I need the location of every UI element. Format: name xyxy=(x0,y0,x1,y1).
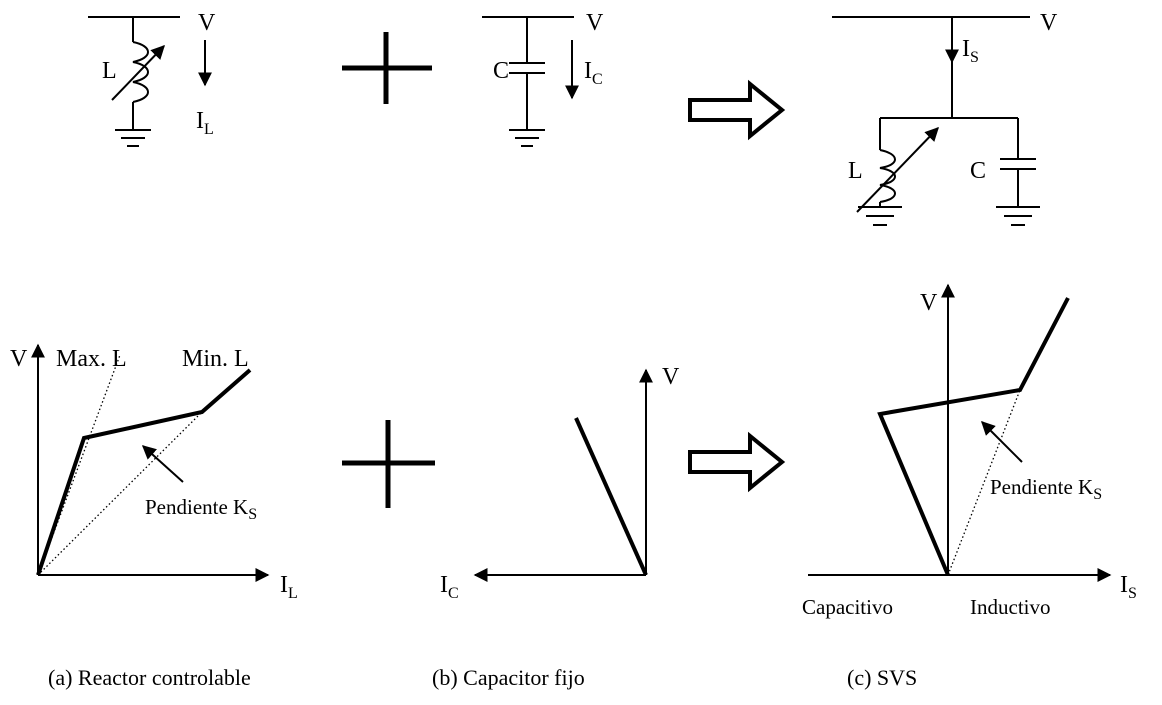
voltage-label: V xyxy=(586,10,604,36)
min-l-line xyxy=(947,389,1021,576)
y-axis-label: V xyxy=(920,290,938,316)
min-l-label: Min. L xyxy=(182,346,249,372)
ground-icon xyxy=(509,129,545,147)
caption-c: (c) SVS xyxy=(847,665,917,690)
x-axis-label: IL xyxy=(280,572,298,602)
variable-arrow xyxy=(111,44,165,101)
svs-vi-graph: V IS Pendiente KS Capacitivo Inductivo xyxy=(802,283,1137,619)
result-arrow-icon xyxy=(688,431,786,493)
current-label: IS xyxy=(962,36,979,66)
capacitive-region-label: Capacitivo xyxy=(802,595,893,619)
voltage-label: V xyxy=(1040,10,1058,36)
caption-b: (b) Capacitor fijo xyxy=(432,665,585,690)
inductor-label: L xyxy=(102,58,117,84)
current-label: IL xyxy=(196,108,214,138)
vi-characteristic xyxy=(574,417,648,576)
inductive-region-label: Inductivo xyxy=(970,595,1050,619)
vi-characteristic xyxy=(36,368,252,576)
inductor-label: L xyxy=(848,158,863,184)
capacitor-vi-graph: V IC xyxy=(440,364,680,602)
slope-pointer xyxy=(141,445,184,483)
svs-circuit: V IS L C xyxy=(832,10,1058,226)
capacitor-label: C xyxy=(493,58,509,84)
variable-arrow xyxy=(856,126,939,213)
max-l-line xyxy=(37,354,121,576)
slope-label: Pendiente KS xyxy=(990,475,1102,503)
vi-characteristic xyxy=(877,297,1070,576)
ground-icon xyxy=(115,129,151,147)
current-label: IC xyxy=(584,58,603,88)
reactor-vi-graph: V IL Max. L Min. L Pendiente KS xyxy=(10,343,298,602)
y-axis-label: V xyxy=(662,364,680,390)
min-l-line xyxy=(37,411,203,576)
plus-symbol xyxy=(342,420,435,508)
capacitor-circuit: V C IC xyxy=(482,10,604,147)
ground-icon xyxy=(996,206,1040,226)
x-axis-label: IC xyxy=(440,572,459,602)
slope-label: Pendiente KS xyxy=(145,495,257,523)
plus-symbol xyxy=(342,32,432,104)
inductor-coil xyxy=(879,149,896,203)
max-l-label: Max. L xyxy=(56,346,127,372)
y-axis-label: V xyxy=(10,346,28,372)
caption-a: (a) Reactor controlable xyxy=(48,665,251,690)
capacitor-label: C xyxy=(970,158,986,184)
ground-icon xyxy=(858,206,902,226)
reactor-circuit: V L IL xyxy=(88,10,216,147)
x-axis-label: IS xyxy=(1120,572,1137,602)
inductor-coil xyxy=(132,41,149,103)
slope-pointer xyxy=(981,421,1023,463)
result-arrow-icon xyxy=(688,79,786,141)
voltage-label: V xyxy=(198,10,216,36)
